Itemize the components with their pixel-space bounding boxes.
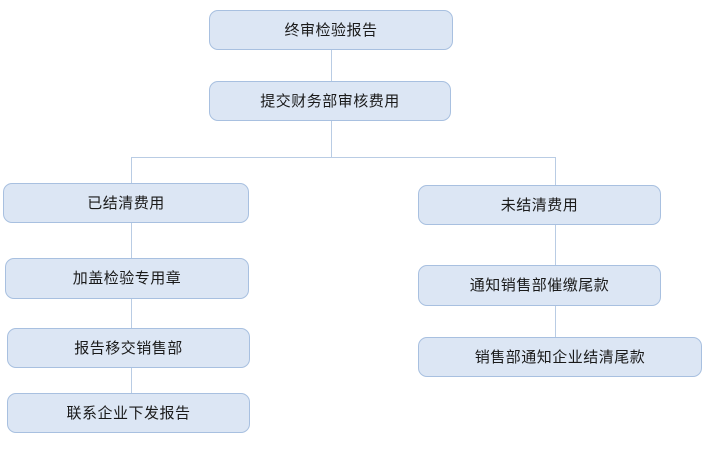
node-sales-notify-enterprise-settle-balance[interactable]: 销售部通知企业结清尾款 [418, 337, 702, 377]
connector-n5-n6 [131, 368, 132, 393]
connector-n1-n2 [331, 50, 332, 81]
node-label: 联系企业下发报告 [66, 403, 191, 422]
node-label: 报告移交销售部 [74, 338, 183, 357]
connector-n3-n4 [131, 223, 132, 258]
node-contact-enterprise-issue-report[interactable]: 联系企业下发报告 [7, 393, 250, 433]
connector-bus-left [131, 157, 132, 183]
connector-bus-right [555, 157, 556, 185]
connector-n7-n8 [555, 225, 556, 265]
node-label: 未结清费用 [500, 195, 579, 214]
node-label: 提交财务部审核费用 [260, 91, 400, 110]
node-label: 销售部通知企业结清尾款 [474, 347, 646, 366]
node-fee-unsettled[interactable]: 未结清费用 [418, 185, 661, 225]
node-label: 终审检验报告 [284, 20, 378, 39]
node-label: 加盖检验专用章 [72, 269, 182, 287]
node-final-inspection-report[interactable]: 终审检验报告 [209, 10, 453, 50]
node-label: 已结清费用 [87, 193, 165, 212]
connector-n8-n9 [555, 306, 556, 337]
connector-branch-bus [131, 157, 556, 158]
node-notify-sales-collect-balance[interactable]: 通知销售部催缴尾款 [418, 265, 661, 306]
node-transfer-report-to-sales[interactable]: 报告移交销售部 [7, 328, 250, 368]
connector-n4-n5 [131, 299, 132, 328]
node-fee-settled[interactable]: 已结清费用 [3, 183, 249, 223]
node-affix-inspection-seal[interactable]: 加盖检验专用章 [5, 258, 249, 299]
connector-n2-bus [331, 121, 332, 158]
node-label: 通知销售部催缴尾款 [469, 276, 610, 294]
node-submit-finance-review-fee[interactable]: 提交财务部审核费用 [209, 81, 451, 121]
